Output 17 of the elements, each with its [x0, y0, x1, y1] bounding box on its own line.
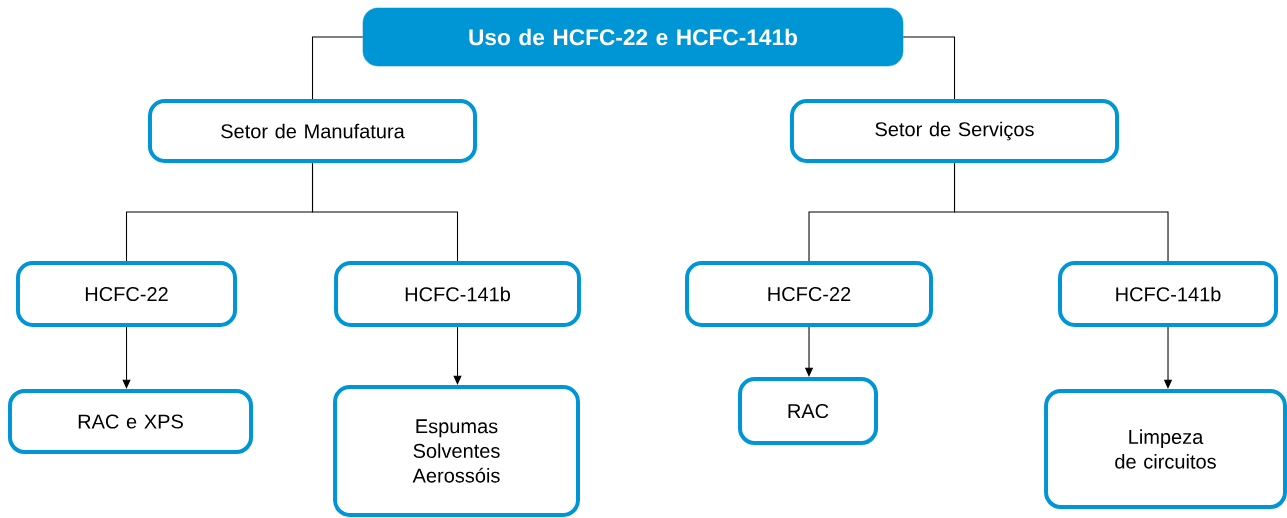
- title-box: Uso de HCFC-22 e HCFC-141b: [362, 7, 904, 67]
- connector-line: [311, 162, 459, 262]
- category-box: RAC: [738, 377, 878, 445]
- connector-line: [902, 36, 956, 100]
- arrow: [122, 326, 131, 389]
- category-box: Setor de Manufatura: [147, 99, 478, 163]
- category-box: RAC e XPS: [7, 388, 254, 455]
- arrow: [453, 326, 462, 385]
- category-box: Espumas Solventes Aerossóis: [333, 385, 580, 517]
- connector-line: [311, 36, 364, 100]
- category-box: HCFC-22: [685, 261, 933, 327]
- category-box: HCFC-141b: [1058, 261, 1278, 327]
- connector-line: [954, 162, 1169, 262]
- category-box: HCFC-22: [15, 261, 238, 327]
- category-box: HCFC-141b: [334, 261, 581, 327]
- category-box: Setor de Serviços: [790, 99, 1120, 163]
- category-box: Limpeza de circuitos: [1044, 389, 1287, 509]
